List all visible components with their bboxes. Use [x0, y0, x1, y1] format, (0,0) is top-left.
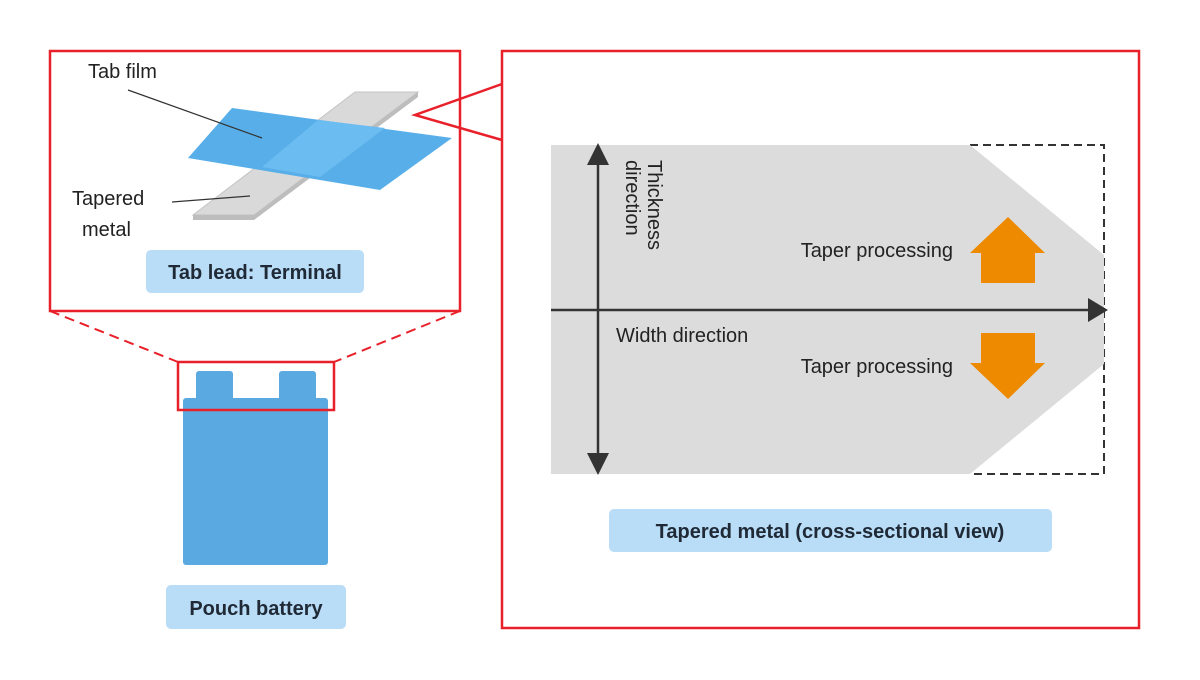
tab-detail-panel: Tab film Tapered metal Tab lead: Termina… — [48, 49, 462, 313]
tab-lead-caption: Tab lead: Terminal — [168, 262, 342, 284]
zoom-line-left — [49, 310, 179, 363]
cross-section-caption-bg — [609, 509, 1052, 552]
cross-section-panel: Thickness direction Width direction Tape… — [410, 49, 1141, 630]
tab-film-leader — [127, 89, 263, 139]
arrow-up-icon — [970, 217, 1045, 283]
tapered-metal-label-line2: metal — [82, 219, 131, 241]
width-direction-label: Width direction — [616, 325, 748, 347]
battery-tab-right — [279, 371, 316, 403]
tapered-metal-edge-front — [193, 215, 254, 220]
zoom-line-right — [333, 310, 461, 363]
tab-detail-frame — [48, 49, 462, 313]
original-outline-dashed — [970, 144, 1105, 475]
taper-processing-lower-label: Taper processing — [801, 356, 953, 378]
tab-film-overlap — [262, 120, 385, 177]
thickness-label-group: Thickness direction — [621, 160, 665, 250]
pouch-battery-caption: Pouch battery — [189, 598, 323, 620]
taper-processing-upper-label: Taper processing — [801, 240, 953, 262]
tapered-metal-leader — [171, 195, 251, 203]
connector-line — [410, 82, 503, 142]
battery-tab-left — [196, 371, 233, 403]
thickness-axis-arrowhead-bottom — [587, 453, 609, 475]
width-axis-arrowhead — [1088, 298, 1108, 322]
arrow-down-icon — [970, 333, 1045, 399]
battery-body — [183, 398, 328, 565]
cross-section-frame — [500, 49, 1141, 630]
tab-film-label: Tab film — [88, 61, 157, 83]
pouch-battery-icon — [183, 371, 328, 565]
cross-section-caption: Tapered metal (cross-sectional view) — [656, 521, 1005, 543]
battery-tab-highlight — [176, 360, 336, 412]
tab-lead-caption-bg — [146, 250, 364, 293]
thickness-label-line2: direction — [621, 160, 643, 236]
pouch-battery-caption-bg — [166, 585, 346, 629]
thickness-axis-arrowhead-top — [587, 143, 609, 165]
thickness-label-line1: Thickness — [643, 160, 665, 250]
tapered-metal-label-line1: Tapered — [72, 188, 144, 210]
